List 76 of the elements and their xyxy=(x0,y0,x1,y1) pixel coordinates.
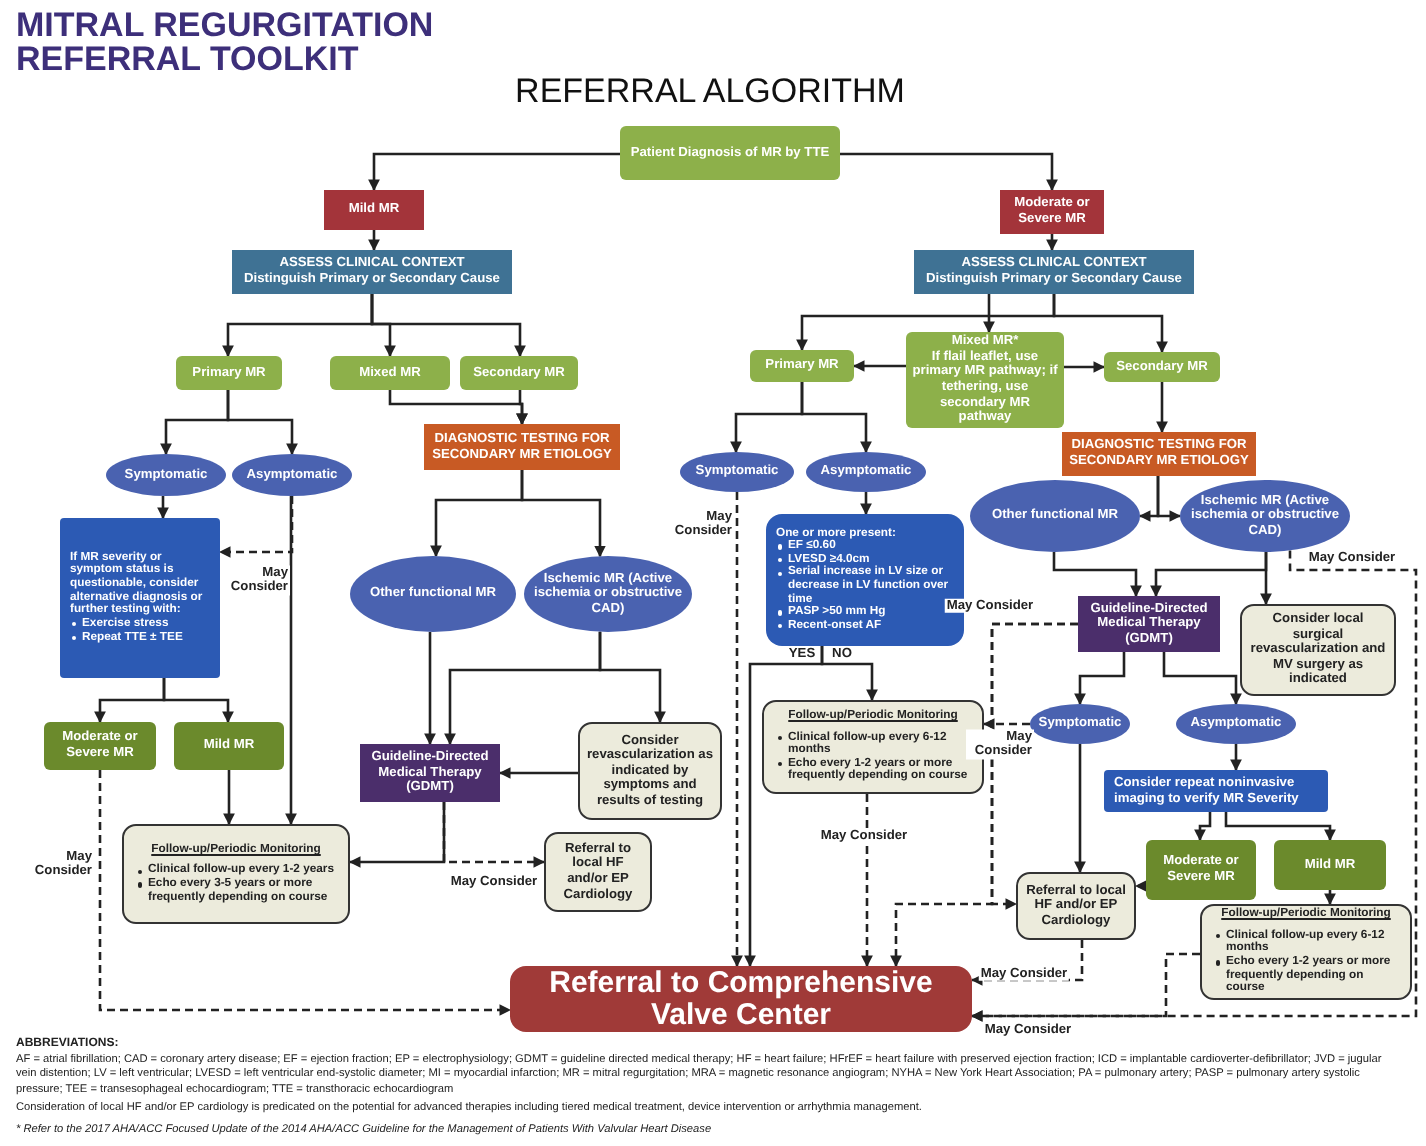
category-ellipse xyxy=(1030,704,1130,744)
referral-box xyxy=(510,966,972,1032)
arrow xyxy=(983,294,995,334)
severity-box xyxy=(324,190,424,230)
therapy-box xyxy=(360,744,500,802)
arrow xyxy=(598,631,666,724)
dashed-arrow xyxy=(970,952,1200,1022)
arrow xyxy=(162,678,234,724)
arrow xyxy=(157,495,169,520)
arrow xyxy=(1230,744,1242,772)
recommendation-box xyxy=(1200,904,1412,1000)
category-ellipse xyxy=(970,480,1140,552)
severity-box xyxy=(174,722,284,770)
arrow xyxy=(1224,812,1336,842)
arrow xyxy=(368,152,620,192)
category-box xyxy=(750,350,854,382)
arrow xyxy=(223,770,235,826)
diagram-title: REFERRAL ALGORITHM xyxy=(513,72,907,112)
recommendation-box xyxy=(1016,872,1136,940)
criteria-box xyxy=(1104,770,1328,812)
recommendation-box xyxy=(544,832,652,912)
arrow xyxy=(852,360,906,372)
dashed-arrow xyxy=(218,496,294,558)
arrow xyxy=(1074,744,1086,874)
severity-box xyxy=(1146,840,1256,900)
arrow xyxy=(800,382,872,454)
assessment-box xyxy=(232,250,512,294)
arrow xyxy=(368,230,380,252)
category-ellipse xyxy=(1176,704,1296,744)
arrow xyxy=(424,632,436,746)
arrow xyxy=(1046,234,1058,252)
category-box xyxy=(460,356,578,390)
arrow xyxy=(498,767,578,779)
arrow xyxy=(1162,652,1242,706)
arrow xyxy=(840,152,1058,192)
arrow xyxy=(1074,652,1126,706)
dashed-arrow xyxy=(982,718,1030,730)
arrow xyxy=(1324,890,1336,906)
severity-box xyxy=(44,722,156,770)
arrow xyxy=(820,646,878,702)
therapy-box xyxy=(1078,596,1220,652)
dashed-arrow xyxy=(442,802,546,868)
arrow xyxy=(1194,812,1212,842)
dashed-arrow xyxy=(731,492,743,968)
dashed-arrow xyxy=(1134,880,1147,892)
category-box xyxy=(1104,352,1220,382)
arrow xyxy=(1260,552,1272,606)
recommendation-box xyxy=(122,824,350,924)
arrow xyxy=(1156,382,1168,434)
arrow xyxy=(1052,552,1142,598)
category-box xyxy=(330,356,450,390)
arrow xyxy=(370,294,526,358)
category-box xyxy=(620,126,840,180)
arrow xyxy=(226,390,298,456)
category-box xyxy=(176,356,282,390)
dashed-arrow xyxy=(861,794,873,968)
category-ellipse xyxy=(806,452,926,492)
arrow xyxy=(516,390,528,426)
recommendation-box xyxy=(578,722,722,820)
severity-box xyxy=(1000,190,1104,234)
node-label: Referral to Comprehensive Valve Center xyxy=(547,967,935,1031)
arrow xyxy=(860,492,872,516)
dashed-arrow xyxy=(890,622,1078,968)
arrow xyxy=(1156,476,1182,522)
criteria-box xyxy=(60,518,220,678)
arrow xyxy=(285,496,297,826)
severity-box xyxy=(1274,840,1386,890)
arrow xyxy=(520,470,606,558)
arrow xyxy=(1064,361,1106,373)
category-ellipse xyxy=(680,452,794,492)
arrow xyxy=(1052,294,1168,354)
category-box xyxy=(906,332,1064,428)
toolkit-heading: MITRAL REGURGITATION REFERRAL TOOLKIT xyxy=(16,8,436,76)
testing-box xyxy=(424,424,620,470)
assessment-box xyxy=(914,250,1194,294)
dashed-arrow xyxy=(98,770,512,1016)
